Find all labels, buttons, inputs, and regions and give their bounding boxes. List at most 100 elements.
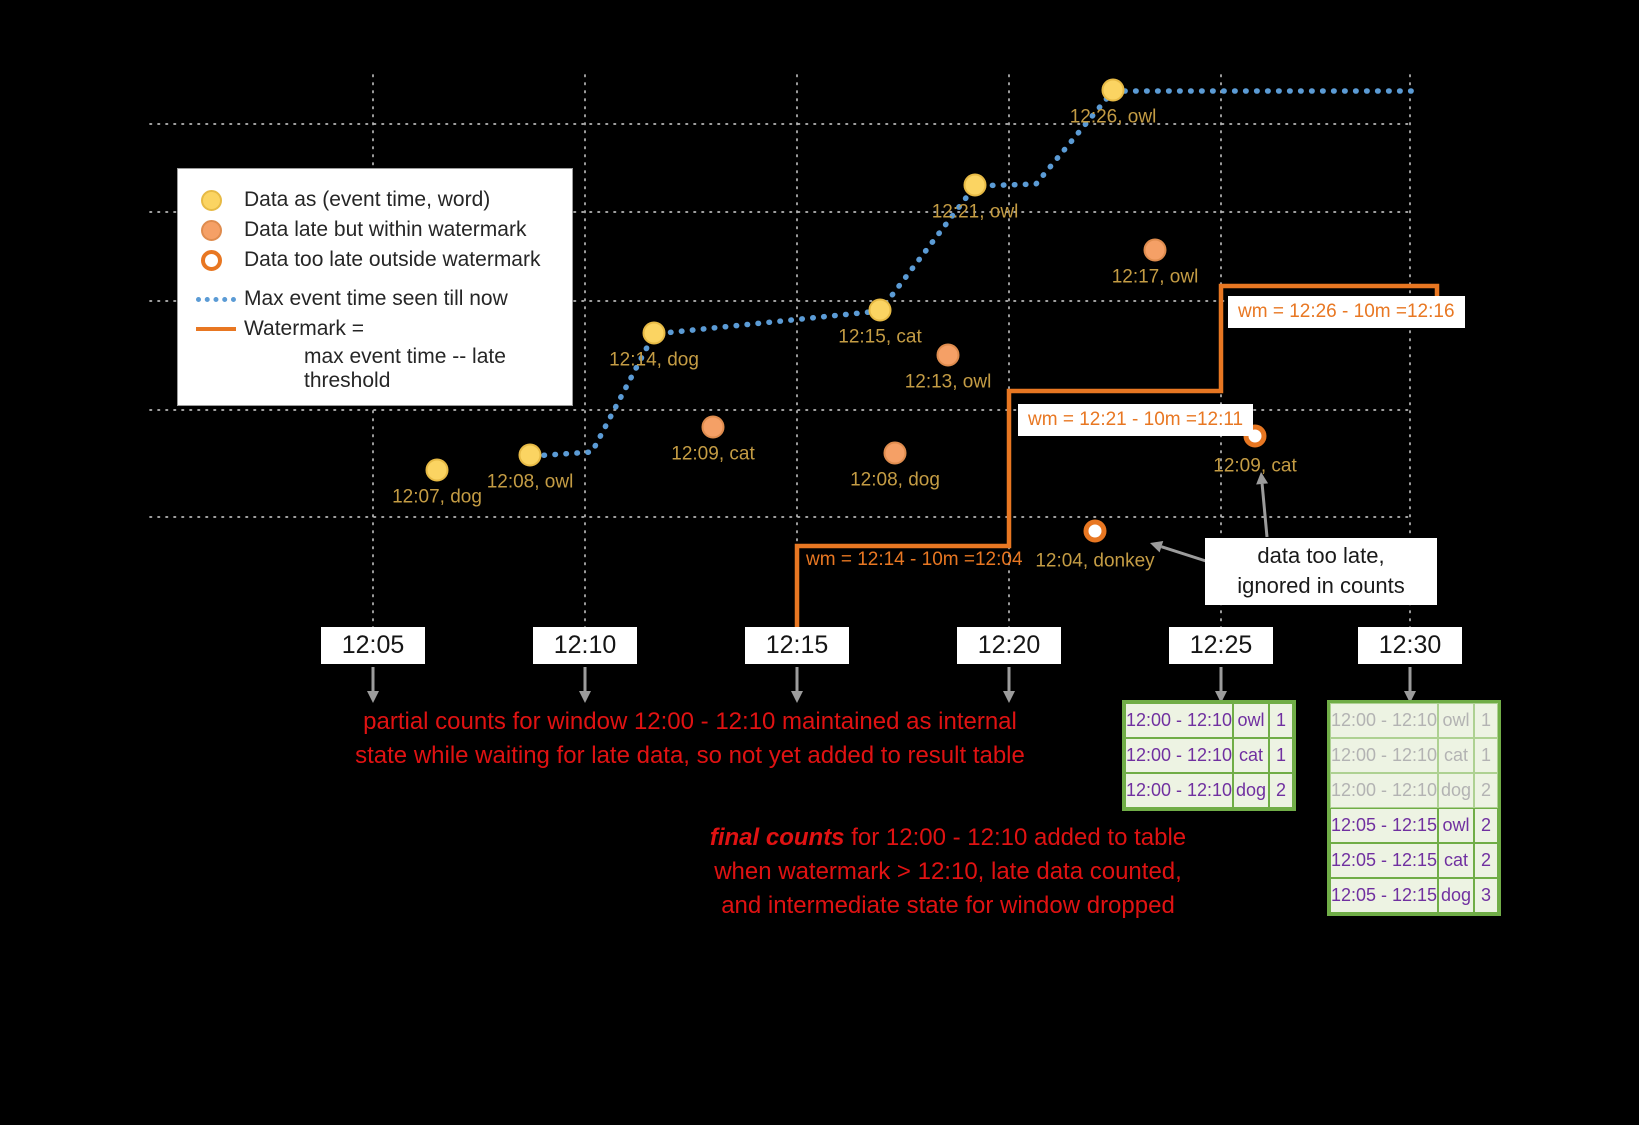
data-point-ontime: 12:08, owl — [487, 443, 573, 493]
data-point-toolate: 12:04, donkey — [1035, 519, 1155, 572]
data-point-ontime: 12:26, owl — [1070, 78, 1156, 128]
ontime-dot-icon — [194, 189, 238, 211]
legend-label-ontime: Data as (event time, word) — [244, 188, 491, 211]
legend-label-watermark: Watermark = — [244, 317, 364, 340]
result-cell-count: 2 — [1474, 773, 1498, 808]
data-point-ontime: 12:07, dog — [392, 458, 482, 508]
result-cell-window: 12:00 - 12:10 — [1125, 703, 1233, 738]
result-cell-window: 12:05 - 12:15 — [1330, 878, 1438, 913]
result-cell-word: owl — [1438, 808, 1474, 843]
data-point-ontime: 12:21, owl — [932, 173, 1018, 223]
data-point-late: 12:09, cat — [671, 415, 755, 465]
note-arrow-shaft — [1260, 483, 1269, 538]
tick-arrow-head — [1404, 691, 1416, 703]
too-late-note: data too late, ignored in counts — [1205, 538, 1437, 605]
data-point-label: 12:14, dog — [609, 349, 699, 371]
x-tick-1210: 12:10 — [533, 627, 637, 664]
legend-item-late: Data late but within watermark — [194, 218, 562, 242]
result-cell-word: owl — [1438, 703, 1474, 738]
final-counts-line2: when watermark > 12:10, late data counte… — [714, 858, 1182, 885]
result-cell-count: 1 — [1269, 738, 1293, 773]
legend: Data as (event time, word) Data late but… — [177, 168, 573, 406]
data-point-label: 12:26, owl — [1069, 106, 1157, 128]
result-cell-count: 2 — [1474, 843, 1498, 878]
result-cell-window: 12:00 - 12:10 — [1330, 703, 1438, 738]
result-cell-window: 12:00 - 12:10 — [1330, 773, 1438, 808]
x-tick-1220: 12:20 — [957, 627, 1061, 664]
toolate-dot-icon — [194, 249, 238, 271]
data-point-label: 12:09, cat — [671, 443, 755, 465]
result-cell-window: 12:00 - 12:10 — [1125, 773, 1233, 808]
partial-counts-line2: state while waiting for late data, so no… — [355, 742, 1025, 769]
watermark-line — [794, 283, 1440, 627]
data-point-label: 12:07, dog — [392, 486, 482, 508]
x-tick-1225: 12:25 — [1169, 627, 1273, 664]
final-counts-annotation: final counts for 12:00 - 12:10 added to … — [698, 821, 1198, 923]
result-cell-word: dog — [1438, 773, 1474, 808]
final-counts-line1: final counts for 12:00 - 12:10 added to … — [698, 821, 1198, 855]
data-point-late: 12:13, owl — [905, 343, 991, 393]
dotted-line-icon — [194, 296, 238, 302]
x-tick-1215: 12:15 — [745, 627, 849, 664]
data-point-late: 12:08, dog — [850, 441, 940, 491]
result-cell-word: cat — [1438, 843, 1474, 878]
data-point-toolate: 12:09, cat — [1213, 424, 1297, 477]
result-cell-count: 1 — [1474, 703, 1498, 738]
result-cell-word: dog — [1233, 773, 1269, 808]
result-cell-window: 12:05 - 12:15 — [1330, 843, 1438, 878]
data-point-late: 12:17, owl — [1112, 238, 1198, 288]
legend-label-late: Data late but within watermark — [244, 218, 527, 241]
result-cell-count: 1 — [1474, 738, 1498, 773]
tick-arrow-head — [1003, 691, 1015, 703]
data-point-label: 12:09, cat — [1213, 455, 1297, 477]
result-cell-word: owl — [1233, 703, 1269, 738]
watermark-label: wm = 12:14 - 10m =12:04 — [806, 549, 1023, 570]
legend-item-ontime: Data as (event time, word) — [194, 188, 562, 212]
result-cell-window: 12:05 - 12:15 — [1330, 808, 1438, 843]
watermark-label: wm = 12:21 - 10m =12:11 — [1018, 404, 1254, 436]
result-cell-word: cat — [1233, 738, 1269, 773]
tick-arrow-head — [1215, 691, 1227, 703]
data-point-label: 12:15, cat — [838, 326, 922, 348]
note-arrow-head — [1150, 540, 1164, 553]
final-counts-line3: and intermediate state for window droppe… — [721, 892, 1175, 919]
result-cell-window: 12:00 - 12:10 — [1125, 738, 1233, 773]
result-cell-count: 2 — [1474, 808, 1498, 843]
note-arrow-head — [1256, 472, 1269, 485]
legend-label-toolate: Data too late outside watermark — [244, 248, 541, 271]
data-point-ontime: 12:14, dog — [609, 321, 699, 371]
too-late-note-line2: ignored in counts — [1237, 573, 1405, 598]
tick-arrow-head — [791, 691, 803, 703]
legend-item-watermark: Watermark = — [194, 317, 562, 341]
result-cell-word: cat — [1438, 738, 1474, 773]
data-point-ontime: 12:15, cat — [838, 298, 922, 348]
late-dot-icon — [194, 219, 238, 241]
result-cell-count: 1 — [1269, 703, 1293, 738]
result-cell-window: 12:00 - 12:10 — [1330, 738, 1438, 773]
tick-arrow-head — [579, 691, 591, 703]
data-point-label: 12:13, owl — [904, 371, 992, 393]
legend-item-toolate: Data too late outside watermark — [194, 248, 562, 272]
result-cell-count: 3 — [1474, 878, 1498, 913]
data-point-label: 12:08, dog — [850, 469, 940, 491]
final-counts-bold: final counts — [709, 824, 845, 851]
legend-label-max-event-line: Max event time seen till now — [244, 287, 508, 310]
data-point-label: 12:17, owl — [1111, 266, 1199, 288]
tick-arrow-head — [367, 691, 379, 703]
watermark-label: wm = 12:26 - 10m =12:16 — [1228, 296, 1465, 328]
data-point-label: 12:21, owl — [931, 201, 1019, 223]
partial-counts-line1: partial counts for window 12:00 - 12:10 … — [363, 708, 1017, 735]
final-counts-rest: for 12:00 - 12:10 added to table — [844, 824, 1187, 851]
too-late-note-line1: data too late, — [1257, 543, 1385, 568]
data-point-label: 12:04, donkey — [1035, 550, 1155, 572]
result-cell-word: dog — [1438, 878, 1474, 913]
x-tick-1205: 12:05 — [321, 627, 425, 664]
